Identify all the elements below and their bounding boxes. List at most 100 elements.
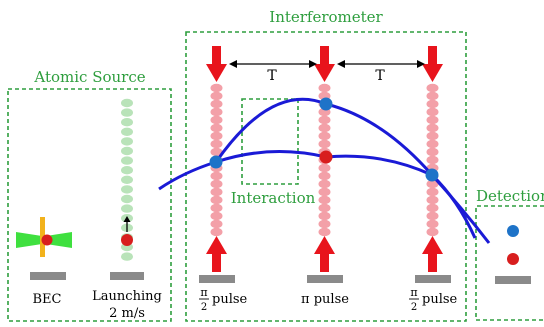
time-interval-arrow-right [337, 60, 425, 68]
beam-dot [210, 147, 223, 157]
pulse-label-left-word: pulse [212, 292, 248, 307]
launch-dot [121, 137, 133, 146]
pulse-platform-left [199, 275, 235, 283]
beam-dot [426, 115, 439, 125]
laser-pulse-arrow-up-left [206, 236, 227, 272]
beam-dot [318, 115, 331, 125]
atom-node-split [209, 155, 223, 169]
beam-dot [210, 115, 223, 125]
beam-dot [210, 107, 223, 117]
beam-dot [318, 227, 331, 237]
beam-dot [426, 83, 439, 93]
launch-dot [121, 166, 133, 175]
launching-label: Launching [92, 289, 162, 304]
launch-dot [121, 175, 133, 184]
beam-dot [426, 131, 439, 141]
beam-dot [426, 195, 439, 205]
interferometer-title: Interferometer [269, 8, 383, 26]
launched-atom [121, 234, 133, 246]
launch-dot [121, 204, 133, 213]
beam-dot [426, 179, 439, 189]
launching-speed-label: 2 m/s [109, 306, 145, 321]
launch-dot [121, 146, 133, 156]
beam-dot [426, 187, 439, 197]
beam-dot [318, 187, 331, 197]
beam-dot [426, 123, 439, 133]
pulse-label-left: π 2 pulse [199, 286, 248, 313]
interaction-box [241, 98, 299, 185]
pulse-label-left-den: 2 [201, 302, 207, 313]
launch-dot [121, 156, 133, 165]
beam-dot [318, 171, 331, 181]
beam-dot [210, 195, 223, 205]
atom-node-lower [319, 150, 333, 164]
launch-dot [121, 118, 133, 127]
laser-pulse-arrow-up-right [422, 236, 443, 272]
pulse-label-middle: π pulse [301, 292, 349, 307]
beam-dot [426, 99, 439, 109]
beam-dot [426, 147, 439, 157]
detected-atom-blue [507, 225, 519, 237]
laser-beam-right [426, 83, 439, 237]
beam-dot [210, 131, 223, 141]
beam-dot [318, 123, 331, 133]
beam-dot [210, 91, 223, 101]
interferometer-box [185, 31, 467, 322]
beam-dot [426, 107, 439, 117]
beam-dot [426, 203, 439, 213]
laser-pulse-arrow-down-right [422, 46, 443, 82]
pulse-label-right-den: 2 [411, 302, 417, 313]
pulse-platform-middle [307, 275, 343, 283]
interaction-title: Interaction [231, 189, 316, 207]
beam-dot [210, 139, 223, 149]
atom-node-upper [319, 97, 333, 111]
launch-dot [121, 185, 133, 194]
beam-dot [210, 219, 223, 229]
beam-dot [210, 187, 223, 197]
detected-atom-red [507, 253, 519, 265]
beam-dot [318, 131, 331, 141]
atomic-source-box [7, 88, 172, 322]
beam-dot [210, 179, 223, 189]
beam-dot [426, 91, 439, 101]
pulse-label-right: π 2 pulse [409, 286, 458, 313]
beam-dot [426, 155, 439, 165]
launch-dot [121, 194, 133, 204]
beam-dot [426, 139, 439, 149]
launch-up-arrow-icon [123, 216, 131, 232]
beam-dot [318, 163, 331, 173]
detection-platform [495, 276, 531, 284]
bec-platform [30, 272, 66, 280]
trajectory-lower-arm [215, 150, 477, 239]
pulse-label-left-num: π [200, 286, 207, 299]
detection-title: Detection [476, 187, 544, 205]
time-interval-arrow-left [229, 60, 317, 68]
launch-dot [121, 252, 133, 261]
laser-pulse-arrow-down-left [206, 46, 227, 82]
bec-label: BEC [33, 292, 62, 307]
laser-pulse-arrow-down-middle [314, 46, 335, 82]
beam-dot [210, 99, 223, 109]
laser-pulse-arrow-up-middle [314, 236, 335, 272]
beam-dot [210, 171, 223, 181]
launch-dot [121, 108, 133, 117]
beam-dot [210, 123, 223, 133]
beam-dot [318, 211, 331, 221]
beam-dot [426, 211, 439, 221]
beam-dot [318, 83, 331, 93]
beam-dot [318, 179, 331, 189]
launch-dot [121, 98, 133, 108]
beam-dot [210, 83, 223, 93]
atom-node-recombine [425, 168, 439, 182]
pulse-platform-right [415, 275, 451, 283]
beam-dot [318, 203, 331, 213]
time-interval-label-left: T [267, 68, 277, 84]
atomic-source-title: Atomic Source [33, 68, 145, 86]
pulse-label-right-word: pulse [422, 292, 458, 307]
pulse-label-right-num: π [410, 286, 417, 299]
beam-dot [210, 203, 223, 213]
time-interval-label-right: T [375, 68, 385, 84]
beam-dot [426, 219, 439, 229]
beam-dot [318, 195, 331, 205]
launch-dot [121, 127, 133, 136]
